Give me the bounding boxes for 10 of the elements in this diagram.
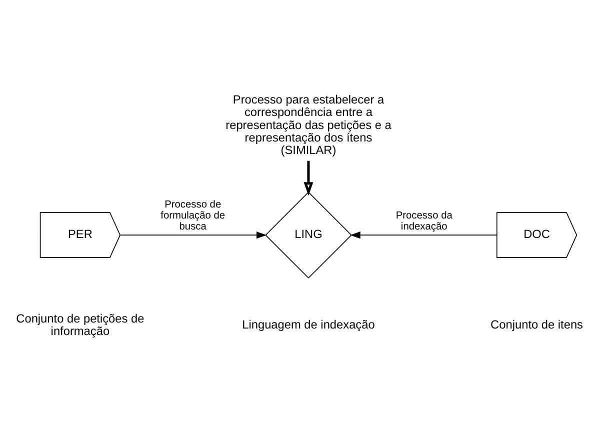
node-diamond: LING [265, 191, 352, 278]
node-text: Processo para estabelecer a correspondência entre a representação das petições e a representação dos ítens (SIMILAR) [226, 92, 392, 157]
label: Conjunto de itens [490, 317, 583, 332]
arrow [350, 231, 498, 238]
edge-label: Processo de formulação de busca [160, 199, 226, 232]
label: Linguagem de indexação [242, 317, 375, 332]
edge-label: Processo da indexação [396, 210, 452, 232]
label: Conjunto de petições de informação [16, 310, 144, 338]
arrow [304, 160, 314, 196]
arrow [120, 231, 267, 238]
